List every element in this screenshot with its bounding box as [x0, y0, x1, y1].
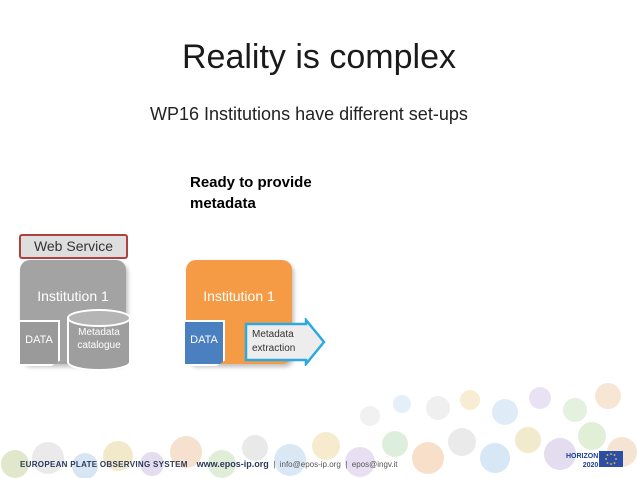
- metadata-extraction-arrow: [244, 318, 326, 366]
- horizon-2020-logo: HORIZON 2020: [566, 452, 598, 470]
- catalogue-line2: catalogue: [77, 340, 121, 351]
- email-epos-link[interactable]: epos@ingv.it: [351, 460, 398, 469]
- extraction-line1: Metadata: [252, 329, 294, 340]
- email-info-link[interactable]: info@epos-ip.org: [279, 460, 341, 469]
- metadata-catalogue-cylinder: [67, 309, 131, 371]
- decorative-dots-band: [1, 383, 637, 478]
- org-name: EUROPEAN PLATE OBSERVING SYSTEM: [20, 460, 188, 469]
- horizon-year: 2020: [582, 462, 599, 469]
- metadata-extraction-label: Metadata extraction: [252, 328, 312, 356]
- slide-subtitle: WP16 Institutions have different set-ups: [150, 104, 468, 124]
- website-link[interactable]: www.epos-ip.org: [196, 459, 269, 469]
- eu-flag-icon: [599, 451, 623, 467]
- footer-contact-line: EUROPEAN PLATE OBSERVING SYSTEM www.epos…: [20, 459, 398, 469]
- horizon-label: HORIZON: [566, 453, 599, 460]
- extraction-line2: extraction: [252, 343, 296, 354]
- web-service-box: Web Service: [19, 234, 128, 259]
- ready-heading-line1: Ready to provide: [190, 174, 312, 191]
- catalogue-line1: Metadata: [78, 327, 120, 338]
- ready-heading-line2: metadata: [190, 195, 256, 212]
- metadata-catalogue-label: Metadata catalogue: [66, 326, 132, 352]
- ready-heading: Ready to provide metadata: [190, 172, 312, 214]
- slide-title: Reality is complex: [182, 38, 456, 76]
- data-document-left: DATA: [18, 320, 60, 366]
- data-document-right: DATA: [183, 320, 225, 366]
